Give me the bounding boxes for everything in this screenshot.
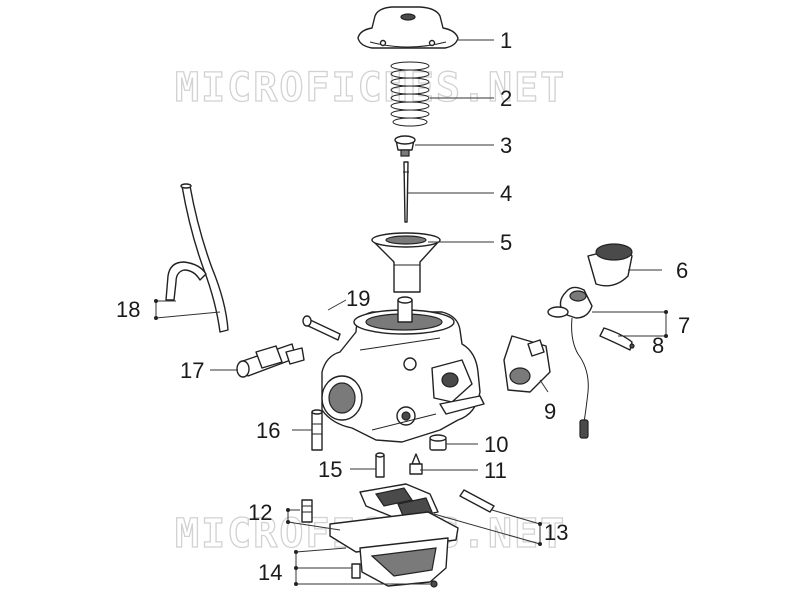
part-cover-cap bbox=[357, 6, 459, 49]
part-main-jet bbox=[301, 499, 313, 523]
part-float-bowl bbox=[329, 511, 459, 588]
callout-3: 3 bbox=[500, 133, 512, 158]
part-screw bbox=[302, 315, 341, 341]
part-throttle-slide bbox=[371, 232, 441, 293]
callout-17: 17 bbox=[180, 358, 204, 383]
callout-1: 1 bbox=[500, 28, 512, 53]
callout-10: 10 bbox=[484, 432, 508, 457]
part-starter-valve bbox=[547, 286, 593, 439]
part-float bbox=[359, 483, 495, 521]
part-t-fitting bbox=[236, 343, 305, 378]
part-carburetor-body bbox=[321, 296, 485, 443]
callout-2: 2 bbox=[500, 86, 512, 111]
part-needle-retainer bbox=[394, 135, 416, 157]
part-vent-hose bbox=[165, 183, 229, 333]
callout-7: 7 bbox=[678, 313, 690, 338]
part-pilot-jet bbox=[375, 452, 385, 478]
part-intake-fitting bbox=[503, 335, 551, 393]
callout-12: 12 bbox=[248, 500, 272, 525]
callout-8: 8 bbox=[652, 333, 664, 358]
callout-4: 4 bbox=[500, 181, 512, 206]
callout-19: 19 bbox=[346, 286, 370, 311]
part-float-needle bbox=[409, 453, 423, 475]
part-spring bbox=[390, 61, 430, 127]
callout-5: 5 bbox=[500, 230, 512, 255]
callout-11: 11 bbox=[484, 458, 507, 483]
callout-9: 9 bbox=[544, 399, 556, 424]
callout-14: 14 bbox=[258, 560, 282, 585]
leader-lines bbox=[154, 39, 668, 586]
part-jet-needle bbox=[403, 161, 409, 223]
callout-18: 18 bbox=[116, 297, 140, 322]
part-emulsion-tube bbox=[311, 409, 323, 451]
watermark-top: MICROFICHES.NET bbox=[175, 65, 566, 111]
part-clip bbox=[599, 327, 635, 351]
callout-6: 6 bbox=[676, 258, 688, 283]
callout-13: 13 bbox=[544, 520, 568, 545]
part-rubber-cap bbox=[587, 243, 633, 287]
callout-16: 16 bbox=[256, 418, 280, 443]
part-small-cap bbox=[429, 434, 447, 451]
callout-15: 15 bbox=[318, 457, 342, 482]
